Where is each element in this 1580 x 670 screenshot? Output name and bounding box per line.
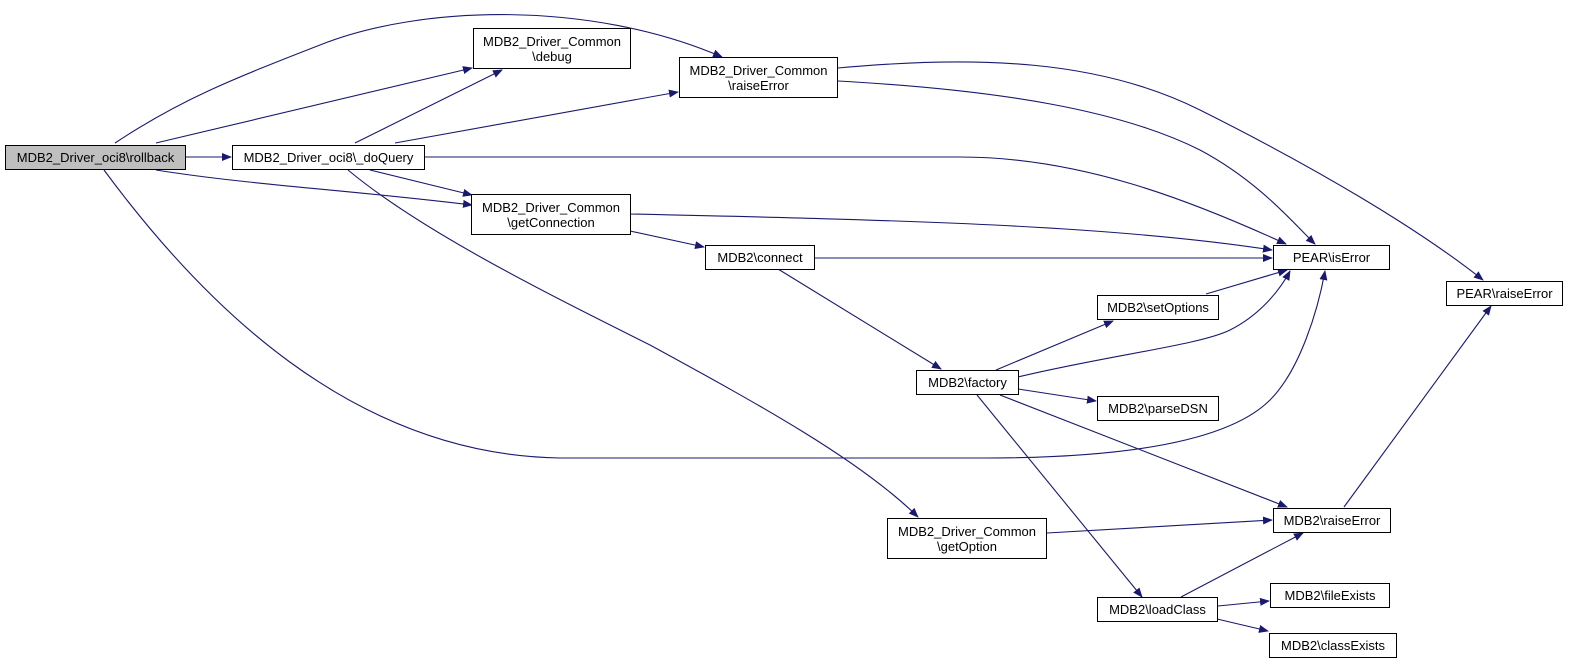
node-raiseError-common-label-line2: \raiseError [728, 77, 789, 93]
edge-factory-parseDSN [1017, 388, 1097, 404]
node-fileExists-label: MDB2\fileExists [1284, 588, 1376, 603]
node-getConnection[interactable]: MDB2_Driver_Common \getConnection [471, 194, 631, 235]
node-pear-isError-label: PEAR\isError [1292, 250, 1371, 265]
edge-rollback-getConnection [155, 169, 473, 208]
node-parseDSN[interactable]: MDB2\parseDSN [1097, 396, 1219, 421]
edge-doQuery-raiseError_common [394, 89, 679, 144]
node-pear-raiseError-label: PEAR\raiseError [1456, 286, 1553, 301]
node-rollback-label: MDB2_Driver_oci8\rollback [16, 150, 175, 165]
node-factory-label: MDB2\factory [928, 375, 1007, 390]
node-raiseError-common[interactable]: MDB2_Driver_Common \raiseError [679, 57, 838, 98]
node-rollback: MDB2_Driver_oci8\rollback [5, 145, 186, 170]
node-connect-label: MDB2\connect [717, 250, 803, 265]
node-mdb2-raiseError-label: MDB2\raiseError [1283, 513, 1381, 528]
node-pear-raiseError[interactable]: PEAR\raiseError [1446, 281, 1563, 306]
edge-doQuery-getOption [347, 169, 919, 518]
node-getOption-label-line1: MDB2_Driver_Common [898, 523, 1036, 539]
edge-doQuery-pear_isError [425, 156, 1287, 245]
edge-mdb2_raiseError-pear_raiseError [1343, 305, 1492, 508]
node-loadClass[interactable]: MDB2\loadClass [1097, 597, 1218, 622]
edge-factory-loadClass [976, 394, 1143, 598]
edge-loadClass-fileExists [1217, 597, 1270, 607]
edge-getConnection-connect [629, 230, 705, 250]
node-parseDSN-label: MDB2\parseDSN [1108, 401, 1208, 416]
edge-setOptions-pear_isError [1205, 268, 1288, 295]
node-setOptions[interactable]: MDB2\setOptions [1097, 295, 1219, 320]
node-debug-label-line2: \debug [532, 48, 572, 64]
edge-doQuery-debug [354, 69, 503, 144]
edge-factory-setOptions [995, 320, 1114, 371]
edge-loadClass-mdb2_raiseError [1180, 532, 1304, 598]
node-classExists-label: MDB2\classExists [1280, 638, 1386, 653]
edge-loadClass-classExists [1216, 618, 1269, 633]
node-getConnection-label-line2: \getConnection [507, 214, 595, 230]
node-loadClass-label: MDB2\loadClass [1109, 602, 1206, 617]
node-connect[interactable]: MDB2\connect [705, 245, 815, 270]
node-classExists[interactable]: MDB2\classExists [1269, 633, 1397, 658]
edge-rollback-pear_isError [103, 169, 1328, 459]
node-mdb2-raiseError[interactable]: MDB2\raiseError [1273, 508, 1391, 533]
edge-raiseError_common-pear_raiseError [837, 61, 1484, 281]
edge-factory-pear_isError [1017, 270, 1291, 378]
node-pear-isError[interactable]: PEAR\isError [1273, 245, 1390, 270]
node-fileExists[interactable]: MDB2\fileExists [1270, 583, 1390, 608]
node-raiseError-common-label-line1: MDB2_Driver_Common [689, 62, 828, 78]
edge-rollback-raiseError_common [114, 14, 723, 144]
node-doQuery[interactable]: MDB2_Driver_oci8\_doQuery [232, 145, 425, 170]
edge-getConnection-pear_isError [629, 213, 1273, 253]
node-factory[interactable]: MDB2\factory [916, 370, 1019, 395]
edge-doQuery-getConnection [369, 169, 473, 197]
edge-getOption-mdb2_raiseError [1046, 516, 1273, 534]
node-doQuery-label: MDB2_Driver_oci8\_doQuery [243, 150, 414, 165]
node-debug[interactable]: MDB2_Driver_Common \debug [473, 28, 631, 69]
edge-connect-factory [777, 268, 942, 370]
node-setOptions-label: MDB2\setOptions [1107, 300, 1209, 315]
node-getOption[interactable]: MDB2_Driver_Common \getOption [887, 518, 1047, 559]
node-debug-label-line1: MDB2_Driver_Common [483, 33, 621, 49]
node-getOption-label-line2: \getOption [937, 538, 997, 554]
edge-factory-mdb2_raiseError [999, 394, 1288, 508]
node-getConnection-label-line1: MDB2_Driver_Common [482, 199, 620, 215]
edge-rollback-debug [155, 66, 473, 144]
edge-raiseError_common-pear_isError [837, 80, 1316, 245]
